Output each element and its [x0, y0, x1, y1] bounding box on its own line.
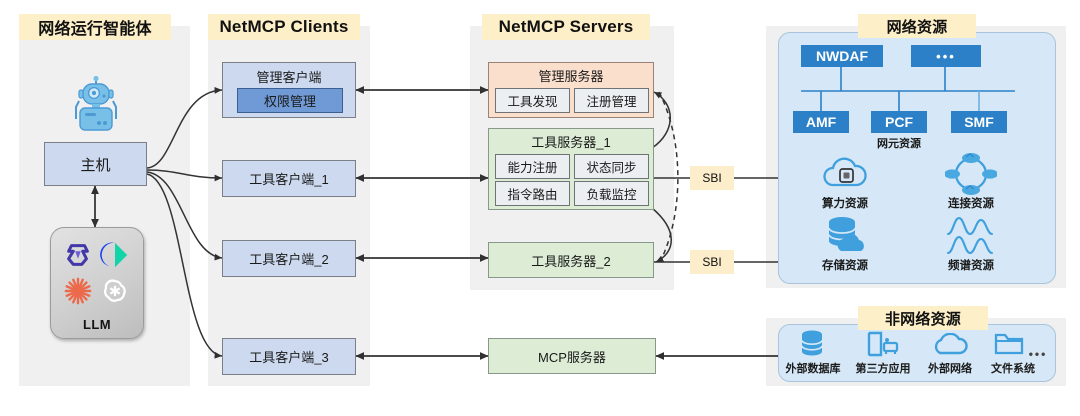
database-icon	[801, 330, 823, 356]
sbi-label-bottom: SBI	[690, 250, 734, 274]
nf-connector-lines	[801, 65, 1015, 111]
section-header-agent: 网络运行智能体	[19, 14, 171, 40]
spectrum-wave-icon	[946, 216, 994, 255]
llm-label: LLM	[83, 317, 111, 332]
storage-database-icon	[828, 217, 864, 251]
network-resources-card: NWDAF ••• AMF PCF SMF 网元资源 算力资源 连接资源	[778, 32, 1056, 284]
client-node-admin[interactable]: 管理客户端 权限管理	[222, 62, 356, 118]
resource-label-connection: 连接资源	[948, 198, 994, 210]
nf-node-smf[interactable]: SMF	[951, 111, 1007, 133]
resource-label-storage: 存储资源	[822, 260, 868, 272]
nn-label-third-party: 第三方应用	[855, 363, 911, 375]
compute-cloud-icon	[823, 157, 867, 187]
section-header-clients: NetMCP Clients	[208, 14, 360, 40]
server-sub-state-sync[interactable]: 状态同步	[574, 154, 649, 179]
nf-node-more[interactable]: •••	[911, 45, 981, 67]
claude-logo	[64, 277, 92, 305]
nn-label-file-system: 文件系统	[991, 363, 1035, 375]
server-title: 工具服务器_1	[531, 135, 611, 150]
server-node-tool-2[interactable]: 工具服务器_2	[488, 242, 654, 278]
resource-label-spectrum: 频谱资源	[948, 260, 994, 272]
section-header-non-network-resources: 非网络资源	[858, 306, 988, 330]
resource-label-compute: 算力资源	[822, 198, 868, 210]
non-network-resources-card: 外部数据库 第三方应用 外部网络 文件系统 •••	[778, 324, 1056, 382]
connection-ring-icon	[945, 153, 997, 195]
host-node[interactable]: 主机	[44, 142, 147, 186]
nf-node-nwdaf[interactable]: NWDAF	[801, 45, 883, 67]
llm-card[interactable]: LLM	[50, 227, 144, 339]
nn-label-database: 外部数据库	[785, 363, 841, 375]
nf-node-pcf[interactable]: PCF	[871, 111, 927, 133]
server-node-mcp[interactable]: MCP服务器	[488, 338, 656, 374]
folder-icon	[994, 333, 1024, 355]
client-node-tool-1[interactable]: 工具客户端_1	[222, 160, 356, 197]
client-title: 管理客户端	[256, 70, 322, 85]
nn-more-indicator: •••	[1028, 347, 1048, 361]
nf-caption: 网元资源	[877, 138, 921, 150]
sbi-label-top: SBI	[690, 166, 734, 190]
nn-label-external-network: 外部网络	[928, 363, 972, 375]
third-party-app-icon	[867, 331, 899, 357]
section-header-servers: NetMCP Servers	[482, 14, 650, 40]
nf-node-amf[interactable]: AMF	[793, 111, 849, 133]
openai-logo	[104, 279, 126, 302]
server-sub-load-monitor[interactable]: 负载监控	[574, 181, 649, 206]
server-title: 管理服务器	[538, 69, 604, 84]
client-sub-permission[interactable]: 权限管理	[237, 88, 343, 113]
server-node-management[interactable]: 管理服务器 工具发现 注册管理	[488, 62, 654, 118]
section-header-network-resources: 网络资源	[858, 14, 976, 38]
server-sub-command-routing[interactable]: 指令路由	[495, 181, 570, 206]
server-sub-capability-register[interactable]: 能力注册	[495, 154, 570, 179]
cloud-icon	[934, 333, 968, 355]
client-node-tool-3[interactable]: 工具客户端_3	[222, 338, 356, 375]
server-sub-tool-discovery[interactable]: 工具发现	[495, 88, 570, 113]
client-node-tool-2[interactable]: 工具客户端_2	[222, 240, 356, 277]
robot-icon	[75, 75, 117, 131]
qwen-logo	[67, 244, 89, 266]
server-node-tool-1[interactable]: 工具服务器_1 能力注册 状态同步 指令路由 负载监控	[488, 128, 654, 210]
gemini-logo	[100, 242, 128, 268]
server-sub-registry[interactable]: 注册管理	[574, 88, 649, 113]
